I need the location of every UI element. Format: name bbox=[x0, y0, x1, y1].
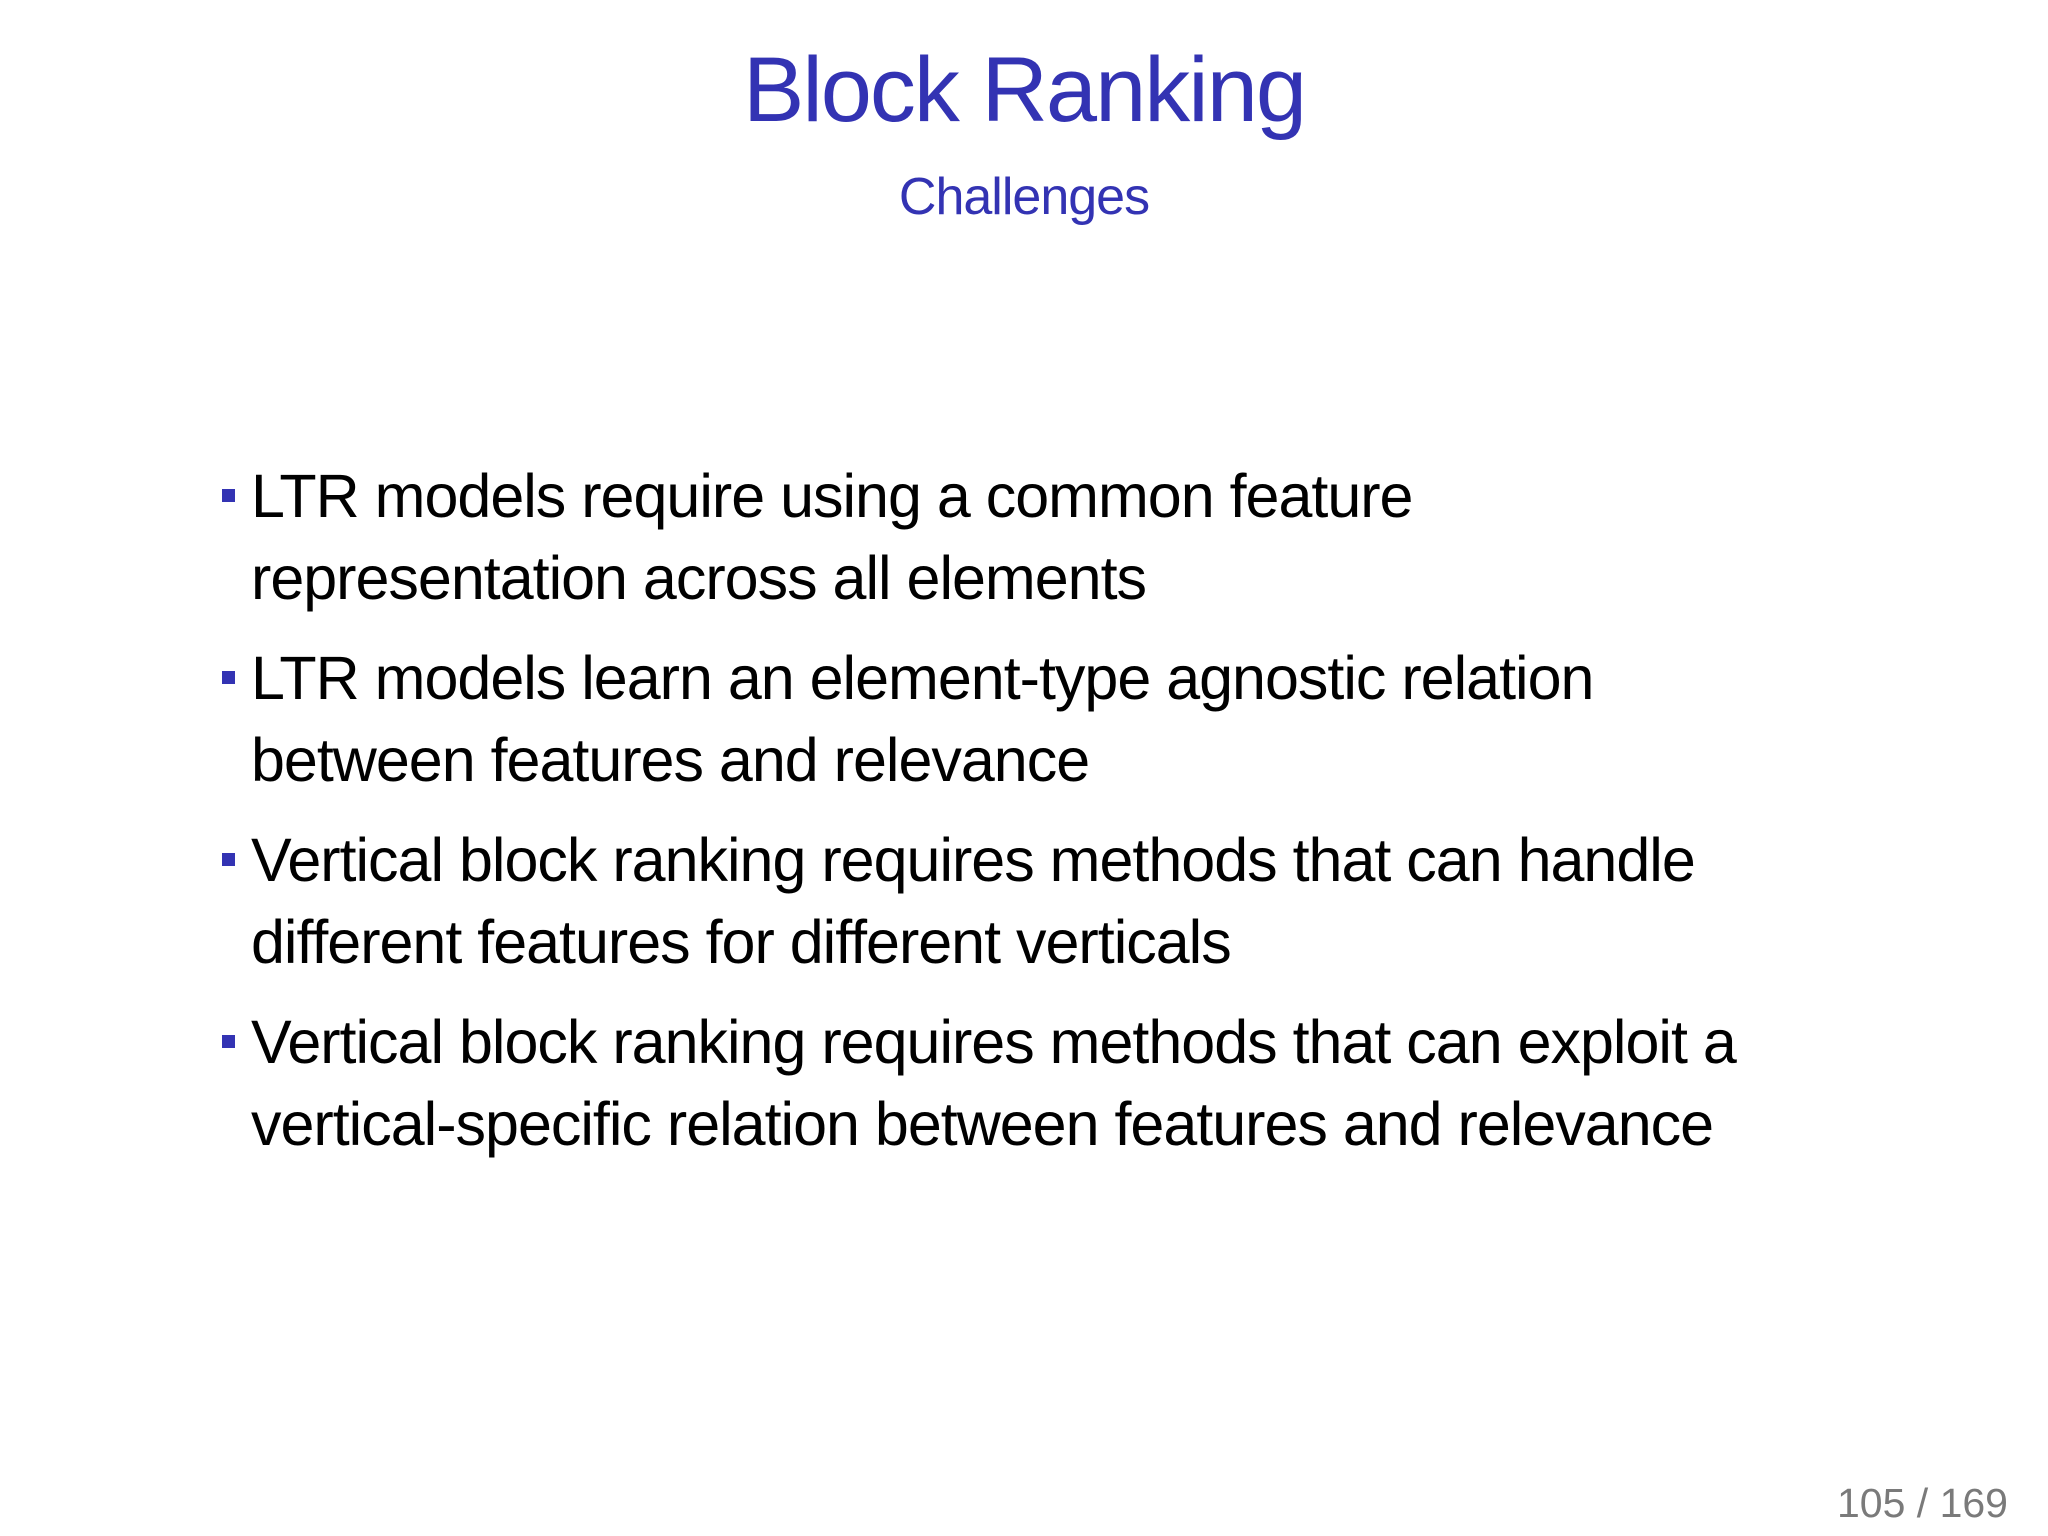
bullet-square-icon bbox=[222, 852, 235, 866]
bullet-square-icon bbox=[222, 670, 235, 684]
bullet-line: between features and relevance bbox=[251, 725, 1090, 794]
slide-header: Block Ranking Challenges bbox=[0, 42, 2048, 227]
bullet-list: LTR models require using a common featur… bbox=[0, 455, 2048, 1165]
bullet-line: Vertical block ranking requires methods … bbox=[251, 1007, 1737, 1076]
bullet-line: different features for different vertica… bbox=[251, 907, 1232, 976]
bullet-text: Vertical block ranking requires methods … bbox=[251, 819, 1696, 983]
bullet-line: vertical-specific relation between featu… bbox=[251, 1089, 1714, 1158]
bullet-text: Vertical block ranking requires methods … bbox=[251, 1001, 1737, 1165]
bullet-item: Vertical block ranking requires methods … bbox=[222, 1001, 1948, 1165]
bullet-item: LTR models require using a common featur… bbox=[222, 455, 1948, 619]
bullet-square-icon bbox=[222, 488, 235, 502]
slide-title: Block Ranking bbox=[742, 39, 1307, 141]
bullet-text: LTR models require using a common featur… bbox=[251, 455, 1413, 619]
bullet-line: representation across all elements bbox=[251, 543, 1147, 612]
bullet-line: LTR models require using a common featur… bbox=[251, 461, 1413, 530]
bullet-item: LTR models learn an element-type agnosti… bbox=[222, 637, 1948, 801]
slide-subtitle: Challenges bbox=[898, 167, 1150, 226]
bullet-item: Vertical block ranking requires methods … bbox=[222, 819, 1948, 983]
page-indicator: 105 / 169 bbox=[1837, 1479, 2008, 1526]
bullet-square-icon bbox=[222, 1034, 235, 1048]
bullet-text: LTR models learn an element-type agnosti… bbox=[251, 637, 1594, 801]
bullet-line: Vertical block ranking requires methods … bbox=[251, 825, 1696, 894]
bullet-line: LTR models learn an element-type agnosti… bbox=[251, 643, 1594, 712]
